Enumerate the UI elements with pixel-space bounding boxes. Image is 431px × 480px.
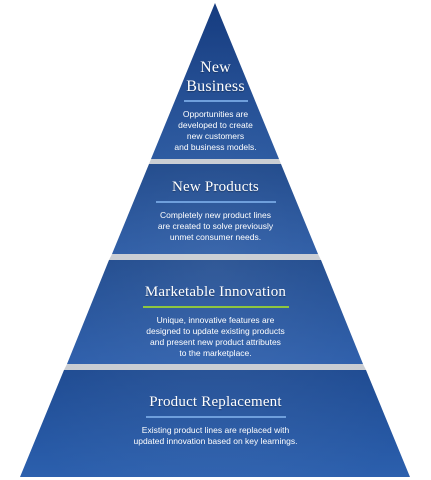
- pyramid-glow: [20, 3, 410, 477]
- tier-title-underline: [142, 306, 289, 308]
- tier-marketable-innovation: Marketable Innovation Unique, innovative…: [0, 283, 431, 359]
- tier-product-replacement: Product Replacement Existing product lin…: [0, 393, 431, 447]
- tier-description: Completely new product lines are created…: [157, 210, 274, 242]
- tier-title-underline: [183, 100, 248, 102]
- tier-new-products: New Products Completely new product line…: [0, 178, 431, 243]
- tier-title: New Products: [172, 179, 259, 195]
- tier-description: Opportunities are developed to create ne…: [174, 109, 257, 152]
- tier-title: New Business: [186, 59, 245, 95]
- tier-title: Marketable Innovation: [144, 284, 287, 300]
- tier-title-underline: [155, 201, 276, 203]
- tier-description: Unique, innovative features are designed…: [146, 315, 285, 358]
- tier-new-business: New Business Opportunities are developed…: [0, 58, 431, 153]
- tier-description: Existing product lines are replaced with…: [133, 425, 298, 446]
- tier-title-underline: [145, 416, 286, 418]
- tier-title: Product Replacement: [149, 394, 282, 410]
